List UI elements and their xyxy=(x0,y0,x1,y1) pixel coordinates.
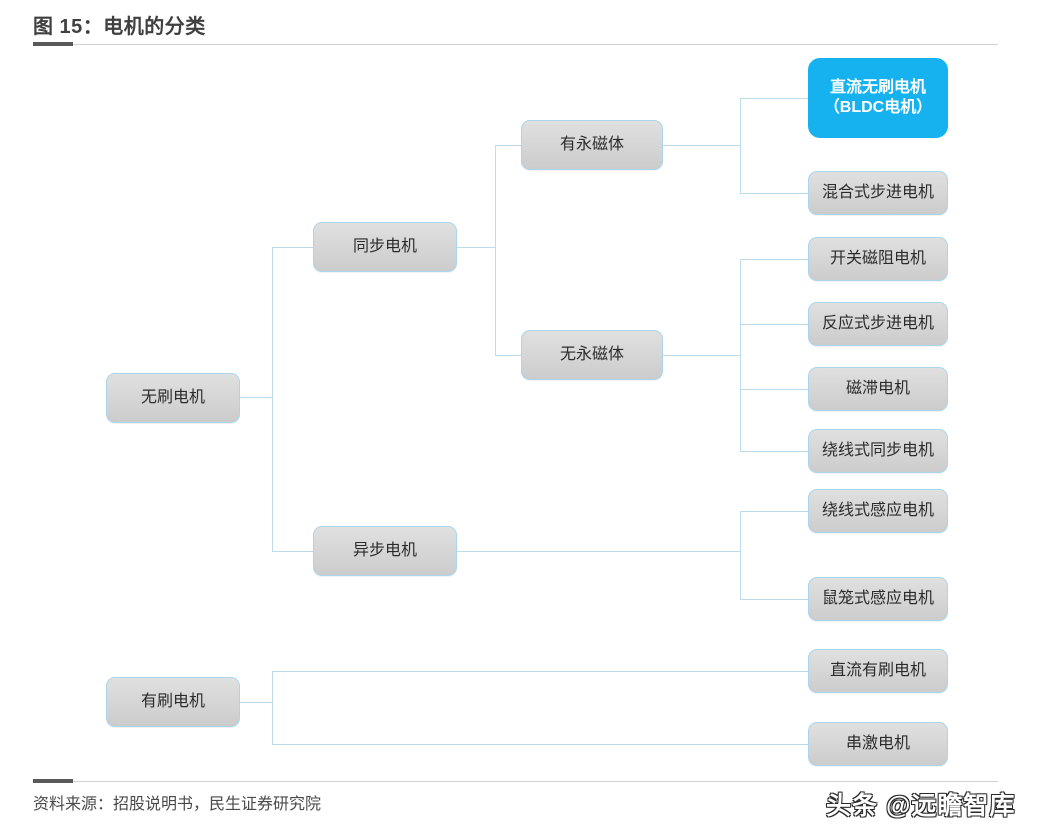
source-note: 资料来源：招股说明书，民生证券研究院 xyxy=(33,796,322,813)
node-brushed[interactable]: 有刷电机 xyxy=(106,677,240,727)
node-without-magnet[interactable]: 无永磁体 xyxy=(521,330,663,380)
node-wound-synchronous[interactable]: 绕线式同步电机 xyxy=(808,429,948,473)
node-brushless[interactable]: 无刷电机 xyxy=(106,373,240,423)
watermark: 头条 @远瞻智库 xyxy=(826,792,1016,820)
node-hysteresis[interactable]: 磁滞电机 xyxy=(808,367,948,411)
footer-divider xyxy=(33,781,998,782)
connector-to-without-magnet xyxy=(495,355,525,356)
connector-to-brushed-dc xyxy=(272,671,809,672)
connector-brushed-spine xyxy=(272,671,273,744)
node-switched-reluctance[interactable]: 开关磁阻电机 xyxy=(808,237,948,281)
connector-to-wound-synchronous xyxy=(740,451,809,452)
page-title: 图 15：电机的分类 xyxy=(33,16,206,38)
node-wound-induction[interactable]: 绕线式感应电机 xyxy=(808,489,948,533)
connector-to-asynchronous xyxy=(272,551,318,552)
connector-asynchronous-out xyxy=(457,551,741,552)
connector-to-synchronous xyxy=(272,247,318,248)
title-divider xyxy=(33,44,998,45)
connector-to-switched-reluctance xyxy=(740,259,809,260)
connector-brushed-out xyxy=(240,702,273,703)
node-series-excited[interactable]: 串激电机 xyxy=(808,722,948,766)
connector-to-series-excited xyxy=(272,744,809,745)
node-with-magnet[interactable]: 有永磁体 xyxy=(521,120,663,170)
connector-with-magnet-spine xyxy=(740,98,741,193)
node-bldc[interactable]: 直流无刷电机 （BLDC电机） xyxy=(808,58,948,138)
title-divider-marker xyxy=(33,42,73,46)
connector-without-magnet-out xyxy=(663,355,741,356)
node-reaction-stepper[interactable]: 反应式步进电机 xyxy=(808,302,948,346)
connector-synchronous-out xyxy=(457,247,496,248)
connector-without-magnet-spine xyxy=(740,259,741,451)
connector-to-with-magnet xyxy=(495,145,525,146)
connector-brushless-spine xyxy=(272,247,273,551)
node-brushed-dc[interactable]: 直流有刷电机 xyxy=(808,649,948,693)
connector-asynchronous-spine xyxy=(740,511,741,599)
node-squirrel-cage-induction[interactable]: 鼠笼式感应电机 xyxy=(808,577,948,621)
connector-synchronous-spine xyxy=(495,145,496,356)
connector-to-hysteresis xyxy=(740,389,809,390)
connector-brushless-out xyxy=(240,397,273,398)
connector-to-squirrel-cage xyxy=(740,599,809,600)
connector-to-hybrid-stepper xyxy=(740,193,809,194)
diagram-canvas: 无刷电机 有刷电机 同步电机 异步电机 有永磁体 无永磁体 直流无刷电机 （BL… xyxy=(0,50,1049,775)
connector-with-magnet-out xyxy=(663,145,741,146)
connector-to-wound-induction xyxy=(740,511,809,512)
node-hybrid-stepper[interactable]: 混合式步进电机 xyxy=(808,171,948,215)
connector-to-reaction-stepper xyxy=(740,324,809,325)
node-synchronous[interactable]: 同步电机 xyxy=(313,222,457,272)
node-asynchronous[interactable]: 异步电机 xyxy=(313,526,457,576)
footer-divider-marker xyxy=(33,779,73,783)
connector-to-bldc xyxy=(740,98,809,99)
